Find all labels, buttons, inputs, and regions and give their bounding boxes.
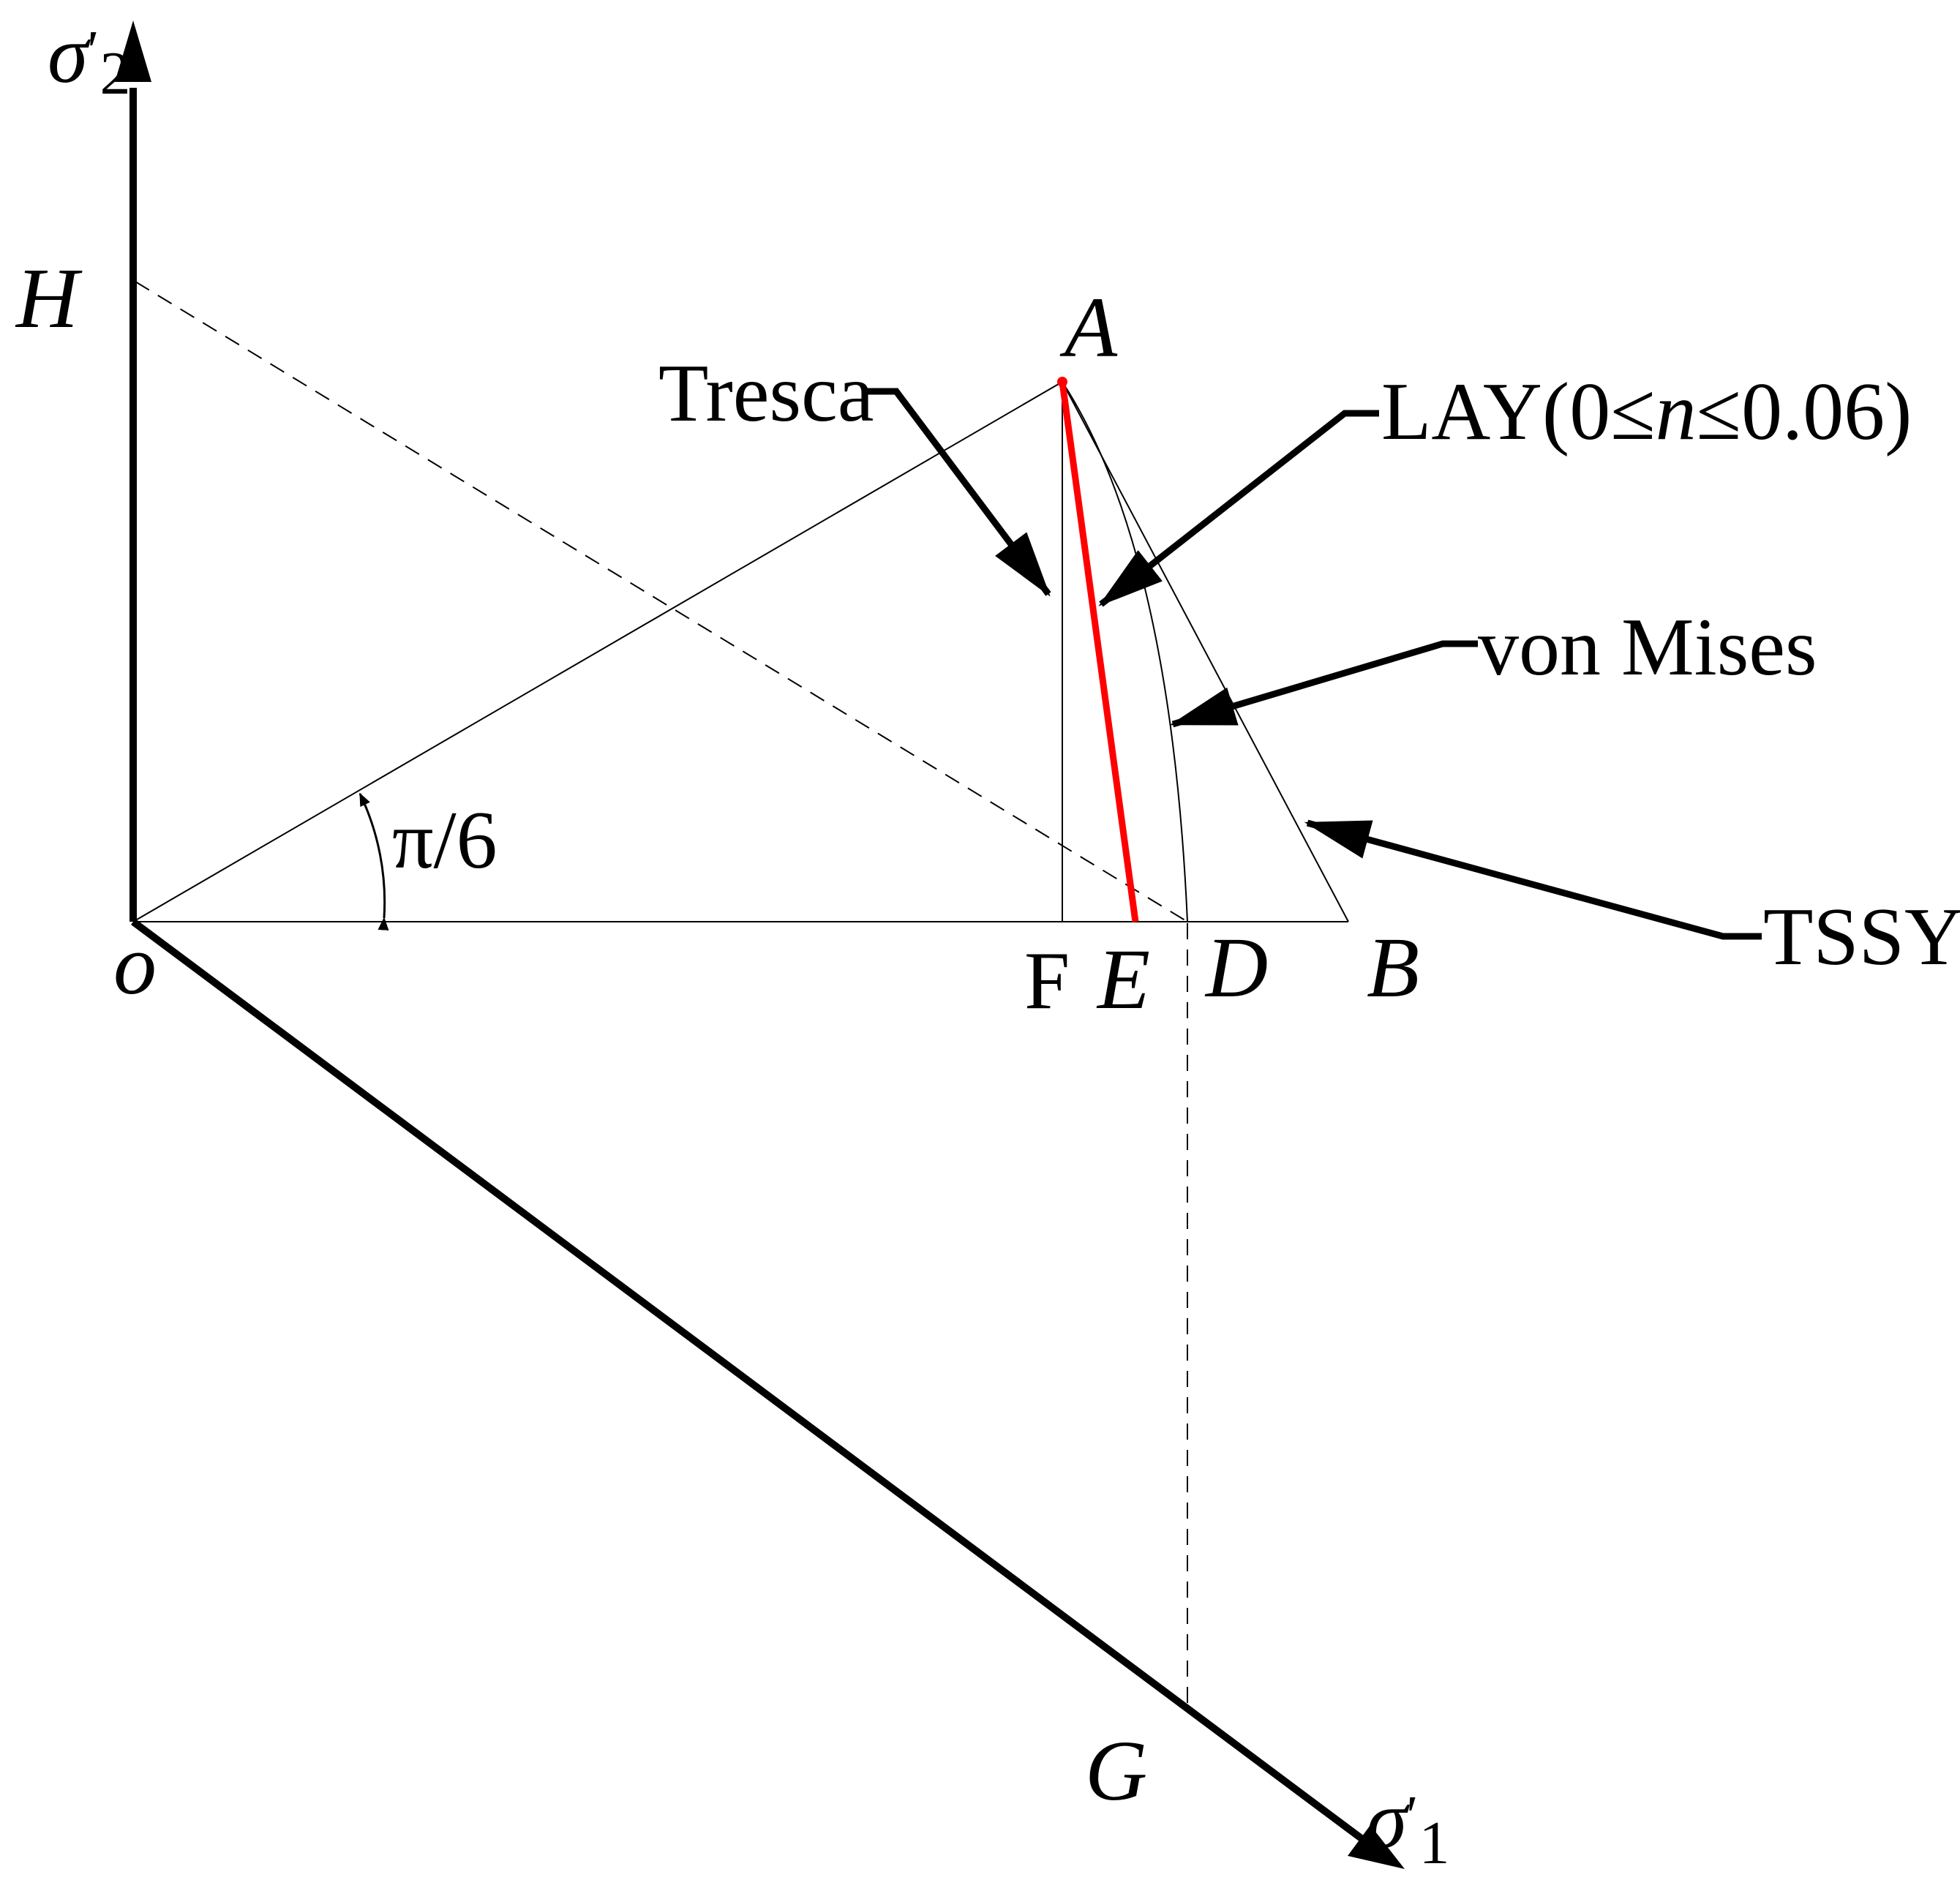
tssy-label: TSSY: [1763, 892, 1960, 982]
point-label-g: G: [1085, 1723, 1147, 1819]
point-label-b: B: [1367, 920, 1419, 1015]
sigma2-arrowhead: [115, 20, 151, 82]
point-a-dot: [1057, 377, 1067, 387]
sigma2-label: σ'2: [48, 10, 131, 108]
line-oa: [132, 381, 1063, 922]
von-mises-leader: [1169, 640, 1478, 728]
point-label-f: F: [1024, 936, 1070, 1026]
line-ae-lay: [1059, 381, 1139, 922]
lay-label: LAY(0≤n≤0.06): [1381, 366, 1912, 457]
point-label-a: A: [1059, 279, 1118, 375]
dashed-line-hd: [135, 281, 1188, 922]
point-label-d: D: [1204, 920, 1268, 1015]
point-label-e: E: [1096, 931, 1150, 1027]
von-mises-label: von Mises: [1478, 602, 1817, 693]
line-ab-tssy: [1062, 381, 1349, 922]
sigma1-label: σ'1: [1367, 1775, 1450, 1877]
angle-arc: [358, 792, 389, 930]
sigma1-arrowhead: [1348, 1825, 1405, 1869]
sigma1-axis: [131, 918, 1370, 1847]
tssy-leader: [1304, 819, 1762, 940]
point-label-h: H: [15, 250, 83, 346]
tresca-leader: [867, 388, 1051, 597]
angle-label: π/6: [392, 795, 497, 886]
lay-leader: [1098, 410, 1379, 607]
point-label-o: o: [113, 917, 157, 1012]
tresca-label: Tresca: [658, 348, 874, 439]
